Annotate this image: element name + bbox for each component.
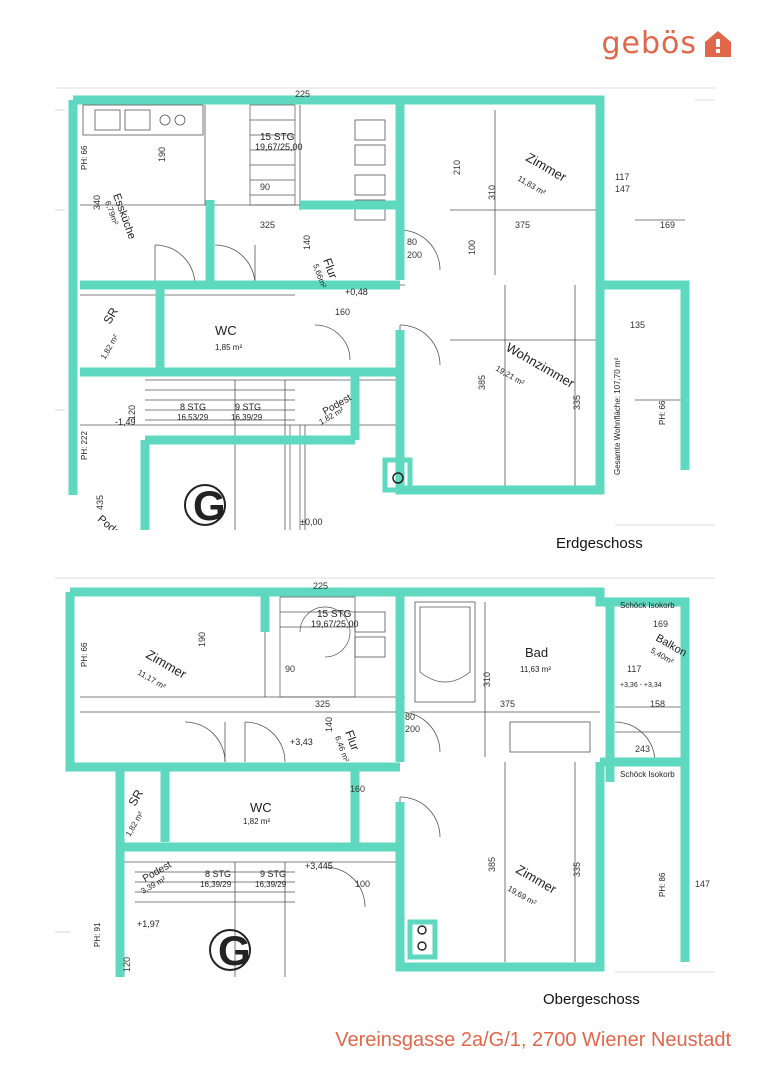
svg-text:435: 435: [95, 495, 105, 510]
svg-text:Schöck Isokorb: Schöck Isokorb: [620, 601, 675, 610]
svg-text:8 STG: 8 STG: [205, 869, 231, 879]
svg-text:169: 169: [653, 619, 668, 629]
svg-text:160: 160: [335, 307, 350, 317]
svg-text:G: G: [193, 482, 226, 529]
svg-text:375: 375: [500, 699, 515, 709]
svg-text:90: 90: [260, 182, 270, 192]
svg-text:+3,36 - +3,34: +3,36 - +3,34: [620, 682, 662, 689]
svg-text:135: 135: [630, 320, 645, 330]
svg-text:190: 190: [197, 632, 207, 647]
svg-text:375: 375: [515, 220, 530, 230]
caption-upper-floor: Obergeschoss: [543, 991, 640, 1008]
garage-symbol: G: [184, 482, 226, 529]
address-footer: Vereinsgasse 2a/G/1, 2700 Wiener Neustad…: [335, 1029, 731, 1051]
svg-text:Bad: Bad: [525, 645, 548, 660]
svg-text:11,17 m²: 11,17 m²: [136, 668, 168, 691]
svg-text:-1,49: -1,49: [115, 417, 136, 427]
svg-text:190: 190: [157, 147, 167, 162]
svg-text:16,39/29: 16,39/29: [200, 880, 232, 889]
svg-text:120: 120: [122, 957, 132, 972]
svg-text:200: 200: [405, 724, 420, 734]
svg-text:160: 160: [350, 784, 365, 794]
svg-text:100: 100: [355, 879, 370, 889]
floor-plan-upper-drawing: G 15 STG 19,67/25,00 Zimmer 11,17 m² Bad…: [55, 577, 715, 977]
svg-text:9 STG: 9 STG: [235, 402, 261, 412]
svg-text:120: 120: [127, 405, 137, 420]
svg-text:Flur: Flur: [320, 256, 340, 280]
svg-text:+1,97: +1,97: [137, 919, 160, 929]
brand-name: gebös: [601, 26, 697, 61]
svg-text:PH: 66: PH: 66: [80, 642, 89, 667]
svg-text:100: 100: [467, 240, 477, 255]
svg-text:G: G: [218, 927, 251, 974]
brand-logo: gebös: [601, 26, 733, 61]
svg-text:19,67/25,00: 19,67/25,00: [255, 142, 303, 152]
svg-text:SR: SR: [100, 305, 121, 327]
svg-text:11,83 m²: 11,83 m²: [516, 174, 548, 197]
floor-plan-ground: G 15 STG 19,67/25,00 Essküche 6,79m² Zim…: [55, 80, 715, 530]
svg-text:16,39/29: 16,39/29: [255, 880, 287, 889]
svg-text:Flur: Flur: [342, 728, 362, 752]
garage-symbol-upper: G: [209, 927, 251, 974]
svg-text:325: 325: [260, 220, 275, 230]
svg-text:+3,43: +3,43: [290, 737, 313, 747]
svg-text:158: 158: [650, 699, 665, 709]
svg-text:8 STG: 8 STG: [180, 402, 206, 412]
svg-text:147: 147: [615, 184, 630, 194]
floor-plan-ground-drawing: G 15 STG 19,67/25,00 Essküche 6,79m² Zim…: [55, 87, 715, 530]
svg-text:PH: 222: PH: 222: [80, 431, 89, 460]
svg-text:16,53/29: 16,53/29: [177, 413, 209, 422]
caption-ground-floor: Erdgeschoss: [556, 535, 643, 552]
svg-text:+0,48: +0,48: [345, 287, 368, 297]
svg-text:243: 243: [635, 744, 650, 754]
svg-text:19,67/25,00: 19,67/25,00: [311, 619, 359, 629]
svg-text:15 STG: 15 STG: [260, 132, 295, 143]
svg-text:PH: 86: PH: 86: [658, 872, 667, 897]
svg-text:15 STG: 15 STG: [317, 609, 352, 620]
svg-text:1,85 m²: 1,85 m²: [215, 343, 242, 352]
svg-text:117: 117: [627, 664, 641, 674]
svg-text:16,39/29: 16,39/29: [231, 413, 263, 422]
svg-text:19,21 m²: 19,21 m²: [494, 364, 526, 388]
floor-plan-upper: G 15 STG 19,67/25,00 Zimmer 11,17 m² Bad…: [55, 572, 715, 977]
svg-text:335: 335: [572, 862, 582, 877]
svg-text:310: 310: [487, 185, 497, 200]
svg-text:210: 210: [452, 160, 462, 175]
svg-text:SR: SR: [125, 787, 146, 809]
svg-text:80: 80: [405, 712, 415, 722]
svg-text:PH: 66: PH: 66: [80, 145, 89, 170]
svg-text:200: 200: [407, 250, 422, 260]
svg-text:310: 310: [482, 672, 492, 687]
svg-text:±0,00: ±0,00: [300, 517, 322, 527]
svg-text:335: 335: [572, 395, 582, 410]
svg-text:Podest: Podest: [95, 513, 129, 530]
svg-text:225: 225: [313, 581, 328, 591]
svg-text:PH: 66: PH: 66: [658, 400, 667, 425]
house-icon: [705, 30, 731, 57]
svg-text:PH: 91: PH: 91: [93, 922, 102, 947]
svg-text:340: 340: [92, 195, 102, 210]
svg-text:19,69 m²: 19,69 m²: [506, 884, 538, 908]
svg-text:WC: WC: [215, 323, 237, 338]
svg-text:225: 225: [295, 89, 310, 99]
svg-text:1,82 m²: 1,82 m²: [124, 810, 146, 838]
svg-text:117: 117: [615, 172, 629, 182]
svg-text:WC: WC: [250, 800, 272, 815]
svg-text:1,82 m²: 1,82 m²: [243, 817, 270, 826]
svg-text:80: 80: [407, 237, 417, 247]
svg-text:90: 90: [285, 664, 295, 674]
svg-text:385: 385: [477, 375, 487, 390]
svg-text:140: 140: [302, 235, 312, 250]
svg-text:1,82 m²: 1,82 m²: [99, 333, 121, 361]
svg-text:9 STG: 9 STG: [260, 869, 286, 879]
svg-text:+3,445: +3,445: [305, 861, 333, 871]
svg-text:140: 140: [324, 717, 334, 732]
svg-text:325: 325: [315, 699, 330, 709]
svg-text:385: 385: [487, 857, 497, 872]
svg-text:147: 147: [695, 879, 710, 889]
svg-text:11,63 m²: 11,63 m²: [520, 665, 551, 674]
svg-text:Schöck Isokorb: Schöck Isokorb: [620, 770, 675, 779]
svg-text:Gesamte Wohnfläche: 107,70 m²: Gesamte Wohnfläche: 107,70 m²: [613, 357, 622, 475]
svg-text:169: 169: [660, 220, 675, 230]
